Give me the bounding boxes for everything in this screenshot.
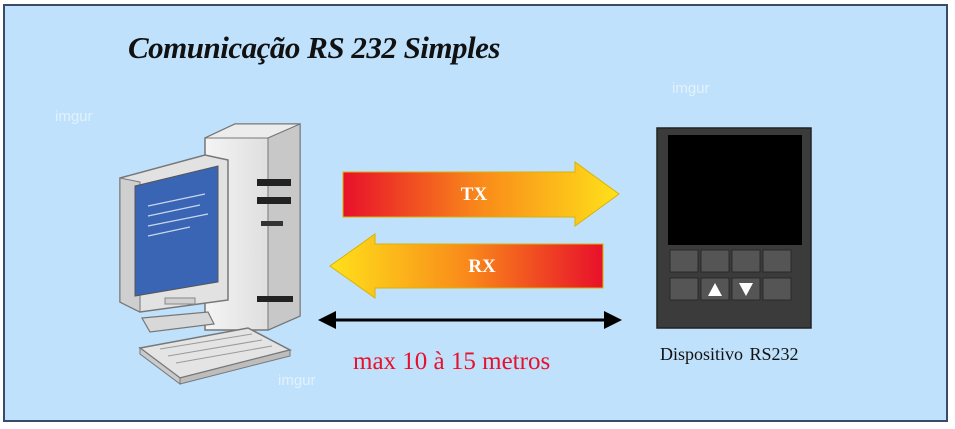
distance-double-arrow bbox=[318, 311, 622, 329]
watermark: imgur bbox=[672, 80, 710, 97]
up-arrow-icon bbox=[708, 283, 722, 296]
watermark: imgur bbox=[278, 372, 316, 389]
watermark: imgur bbox=[55, 108, 93, 125]
tx-arrow: TX bbox=[342, 161, 620, 227]
down-arrow-icon bbox=[739, 283, 753, 296]
diagram-title: Comunicação RS 232 Simples bbox=[128, 30, 500, 65]
tx-label: TX bbox=[461, 184, 488, 205]
device-label: Dispositivo RS232 bbox=[660, 344, 799, 364]
rx-label: RX bbox=[468, 256, 496, 277]
rx-arrow: RX bbox=[329, 233, 604, 299]
distance-label: max 10 à 15 metros bbox=[353, 348, 551, 375]
rs232-device-icon bbox=[656, 127, 812, 329]
desktop-computer-icon bbox=[119, 123, 301, 385]
